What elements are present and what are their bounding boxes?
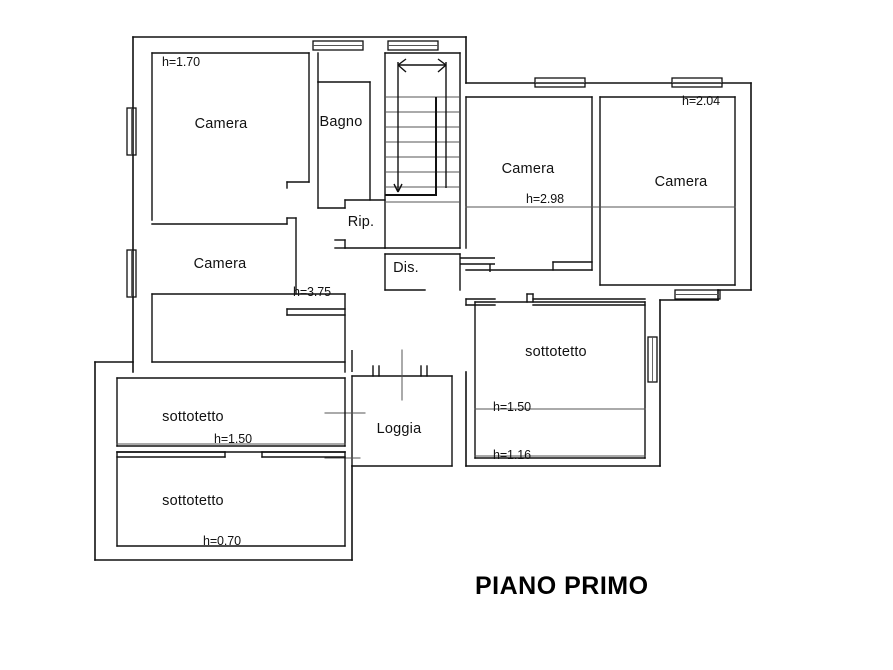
window-openings xyxy=(126,40,723,383)
sottotetto-right-walls xyxy=(465,293,646,459)
stair-stringer xyxy=(385,97,437,196)
outer-walls xyxy=(94,36,752,561)
stair-direction-arrow-icon xyxy=(393,58,447,193)
right-rooms-walls xyxy=(465,96,736,286)
staircase-treads xyxy=(385,96,460,203)
door-leaves xyxy=(351,257,495,372)
plan-title: PIANO PRIMO xyxy=(475,572,649,600)
interior-walls xyxy=(151,52,461,373)
sottotetto-left-walls xyxy=(116,377,346,547)
loggia-walls xyxy=(324,349,453,467)
